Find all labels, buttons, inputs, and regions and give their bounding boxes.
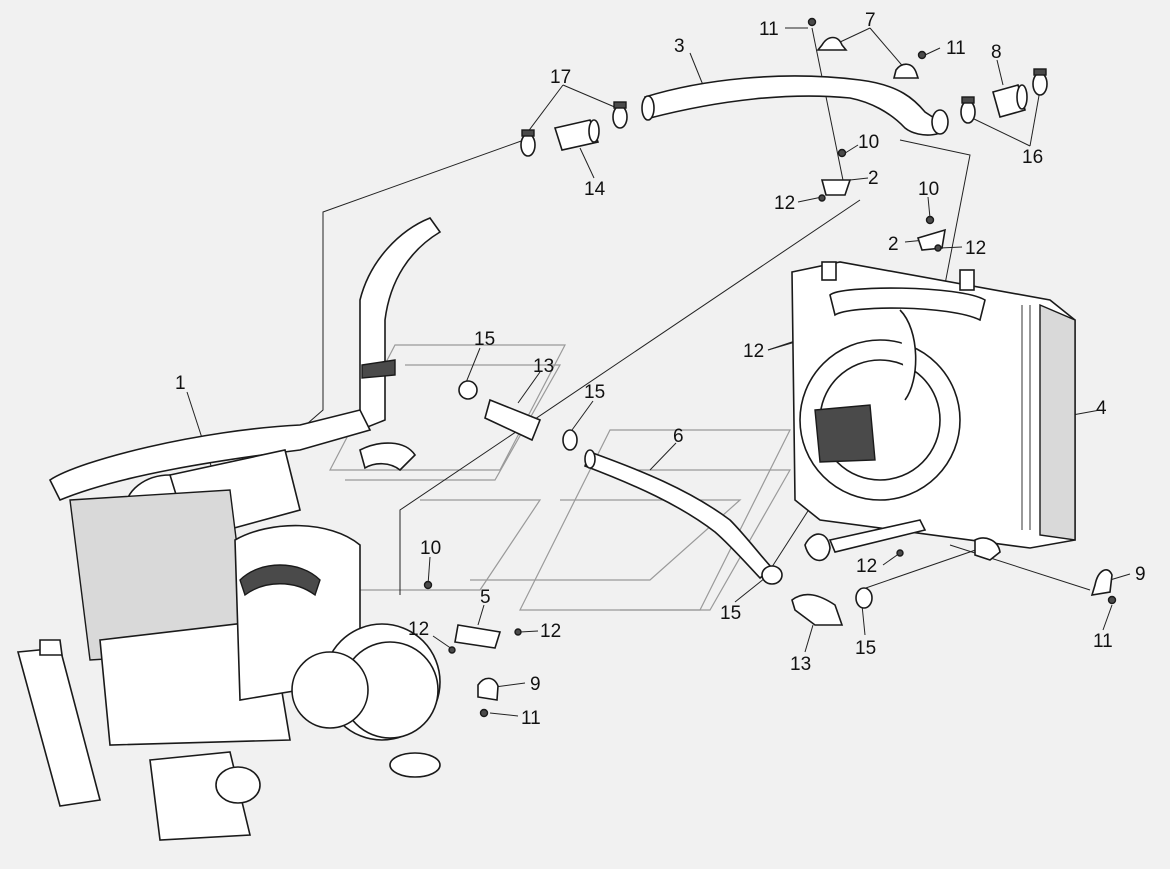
callout-15: 15 bbox=[855, 638, 876, 659]
callout-11: 11 bbox=[521, 708, 541, 729]
assembly-guide-lines bbox=[329, 344, 792, 611]
clamps-15 bbox=[458, 380, 873, 609]
sleeve-13 bbox=[484, 398, 844, 626]
callout-8: 8 bbox=[991, 42, 1002, 63]
callout-12: 12 bbox=[856, 556, 877, 577]
callout-9: 9 bbox=[1135, 564, 1146, 585]
callout-9: 9 bbox=[530, 674, 541, 695]
hose-3 bbox=[641, 75, 949, 136]
bolts bbox=[423, 17, 1117, 718]
hose-clamps bbox=[520, 68, 1048, 157]
callout-13: 13 bbox=[533, 356, 554, 377]
callout-15: 15 bbox=[720, 603, 741, 624]
brackets bbox=[816, 36, 946, 251]
radiator-4 bbox=[791, 261, 1076, 562]
callout-labels: 1 2 2 3 4 5 6 7 8 9 9 10 10 10 11 11 11 … bbox=[175, 10, 1146, 729]
callout-12: 12 bbox=[540, 621, 561, 642]
callout-16: 16 bbox=[1022, 147, 1043, 168]
sleeve-14 bbox=[553, 119, 600, 151]
callout-11: 11 bbox=[1093, 631, 1113, 652]
callout-12: 12 bbox=[743, 341, 764, 362]
callout-10: 10 bbox=[858, 132, 879, 153]
callout-3: 3 bbox=[674, 36, 685, 57]
callout-14: 14 bbox=[584, 179, 606, 200]
callout-11: 11 bbox=[759, 19, 779, 40]
callout-4: 4 bbox=[1096, 398, 1107, 419]
bracket-5-9 bbox=[454, 569, 1113, 701]
callout-10: 10 bbox=[918, 179, 939, 200]
callout-2: 2 bbox=[868, 168, 879, 189]
callout-15: 15 bbox=[474, 329, 495, 350]
callout-2: 2 bbox=[888, 234, 899, 255]
callout-6: 6 bbox=[673, 426, 684, 447]
callout-5: 5 bbox=[480, 587, 491, 608]
callout-7: 7 bbox=[865, 10, 876, 31]
callout-17: 17 bbox=[550, 67, 571, 88]
callout-1: 1 bbox=[175, 373, 186, 394]
engine-1 bbox=[16, 217, 442, 841]
callout-13: 13 bbox=[790, 654, 811, 675]
callout-12: 12 bbox=[408, 619, 429, 640]
hose-6 bbox=[583, 449, 774, 580]
callout-12: 12 bbox=[965, 238, 986, 259]
callout-10: 10 bbox=[420, 538, 441, 559]
callout-15: 15 bbox=[584, 382, 605, 403]
callout-12: 12 bbox=[774, 193, 795, 214]
callout-11: 11 bbox=[946, 38, 966, 59]
sleeve-8 bbox=[992, 84, 1028, 118]
